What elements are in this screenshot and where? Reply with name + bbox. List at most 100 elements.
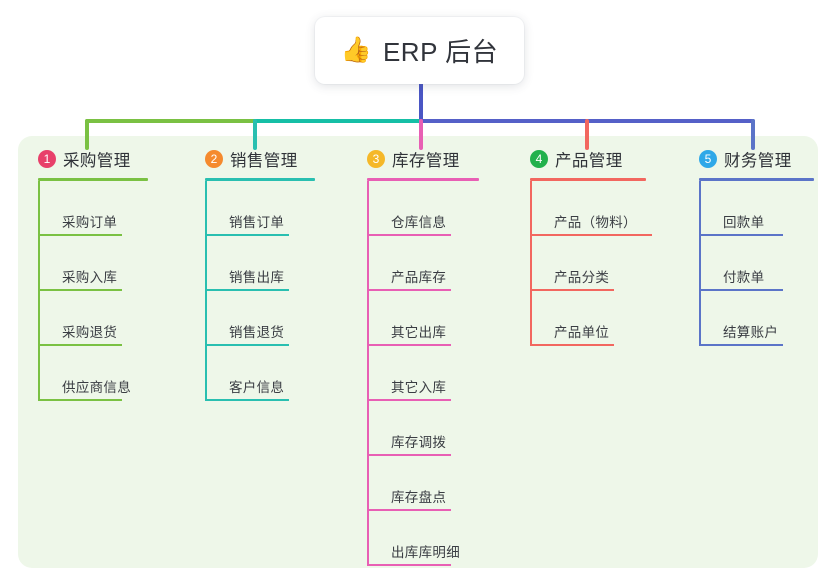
branch-item[interactable]: 付款单 (699, 236, 814, 291)
branch-item-rule (205, 234, 289, 236)
branch-title-5: 财务管理 (724, 152, 792, 170)
branch-spine-2 (205, 181, 207, 401)
branch-item[interactable]: 销售订单 (205, 181, 315, 236)
branch-column-1: 1 采购管理采购订单采购入库采购退货供应商信息 (38, 146, 148, 401)
branch-column-3: 3 库存管理仓库信息产品库存其它出库其它入库库存调拨库存盘点出库库明细 (367, 146, 479, 566)
connector-drop-1 (85, 119, 89, 150)
branch-item[interactable]: 产品单位 (530, 291, 646, 346)
branch-item-rule (367, 289, 451, 291)
branch-item-rule (367, 234, 451, 236)
branch-item[interactable]: 其它入库 (367, 346, 479, 401)
branch-column-2: 2 销售管理销售订单销售出库销售退货客户信息 (205, 146, 315, 401)
connector-drop-2 (253, 119, 257, 150)
branch-item-label: 回款单 (723, 215, 765, 230)
root-node[interactable]: 👍 ERP 后台 (315, 17, 524, 84)
branch-item-rule (367, 399, 451, 401)
branch-badge-4: 4 (530, 150, 548, 168)
branch-item[interactable]: 回款单 (699, 181, 814, 236)
branch-item-label: 供应商信息 (62, 380, 131, 395)
branch-item-label: 客户信息 (229, 380, 285, 395)
branch-underline-2 (205, 178, 315, 181)
branch-item-rule (367, 344, 451, 346)
branch-item-rule (38, 399, 122, 401)
branch-badge-1: 1 (38, 150, 56, 168)
branch-item-label: 库存盘点 (391, 490, 447, 505)
branch-column-5: 5 财务管理回款单付款单结算账户 (699, 146, 814, 346)
branch-item[interactable]: 供应商信息 (38, 346, 148, 401)
connector-bar-green (85, 119, 257, 123)
branch-item-rule (367, 509, 451, 511)
branch-underline-3 (367, 178, 479, 181)
branch-item-rule (530, 234, 652, 236)
branch-item-label: 采购入库 (62, 270, 118, 285)
branch-item-label: 结算账户 (723, 325, 779, 340)
branch-spine-3 (367, 181, 369, 566)
branch-spine-4 (530, 181, 532, 346)
branch-item[interactable]: 产品分类 (530, 236, 646, 291)
branch-title-1: 采购管理 (63, 152, 131, 170)
branch-item-label: 销售订单 (229, 215, 285, 230)
branch-item-label: 产品库存 (391, 270, 447, 285)
branch-badge-3: 3 (367, 150, 385, 168)
branch-item-rule (205, 344, 289, 346)
root-title: ERP 后台 (382, 37, 499, 67)
branch-item-label: 产品（物料） (554, 215, 637, 230)
branch-item[interactable]: 采购入库 (38, 236, 148, 291)
branch-header-5[interactable]: 5 财务管理 (699, 146, 814, 172)
branch-title-3: 库存管理 (392, 152, 460, 170)
branches-panel (18, 136, 818, 568)
branch-item[interactable]: 客户信息 (205, 346, 315, 401)
branch-header-4[interactable]: 4 产品管理 (530, 146, 646, 172)
branch-item-rule (38, 289, 122, 291)
branch-item[interactable]: 其它出库 (367, 291, 479, 346)
branch-items-5: 回款单付款单结算账户 (699, 181, 814, 346)
branch-item[interactable]: 产品库存 (367, 236, 479, 291)
branch-item[interactable]: 结算账户 (699, 291, 814, 346)
branch-spine-1 (38, 181, 40, 401)
branch-item-label: 出库库明细 (391, 545, 460, 560)
branch-item[interactable]: 仓库信息 (367, 181, 479, 236)
branch-item[interactable]: 销售退货 (205, 291, 315, 346)
branch-item-rule (205, 289, 289, 291)
branch-item-rule (205, 399, 289, 401)
branch-items-2: 销售订单销售出库销售退货客户信息 (205, 181, 315, 401)
connector-bar-teal (253, 119, 423, 123)
branch-item-label: 其它出库 (391, 325, 447, 340)
branch-item[interactable]: 销售出库 (205, 236, 315, 291)
branch-badge-2: 2 (205, 150, 223, 168)
branch-underline-4 (530, 178, 646, 181)
branch-badge-5: 5 (699, 150, 717, 168)
connector-drop-4 (585, 119, 589, 150)
branch-item-label: 产品分类 (554, 270, 610, 285)
branch-item-label: 采购退货 (62, 325, 118, 340)
connector-drop-3 (419, 119, 423, 150)
branch-title-4: 产品管理 (555, 152, 623, 170)
branch-item-rule (699, 234, 783, 236)
branch-item-label: 采购订单 (62, 215, 118, 230)
branch-header-2[interactable]: 2 销售管理 (205, 146, 315, 172)
branch-item-label: 付款单 (723, 270, 765, 285)
branch-items-4: 产品（物料） 产品分类产品单位 (530, 181, 652, 346)
branch-item-label: 仓库信息 (391, 215, 447, 230)
branch-item-rule (699, 289, 783, 291)
branch-item[interactable]: 产品（物料） (530, 181, 652, 236)
branch-column-4: 4 产品管理产品（物料） 产品分类产品单位 (530, 146, 652, 346)
branch-item[interactable]: 采购退货 (38, 291, 148, 346)
branch-title-2: 销售管理 (230, 152, 298, 170)
branch-item-rule (367, 564, 451, 566)
branch-item-rule (530, 344, 614, 346)
branch-underline-5 (699, 178, 814, 181)
branch-item[interactable]: 库存盘点 (367, 456, 479, 511)
branch-item-rule (367, 454, 451, 456)
branch-spine-5 (699, 181, 701, 346)
branch-item-label: 销售退货 (229, 325, 285, 340)
branch-item[interactable]: 库存调拨 (367, 401, 479, 456)
branch-item-label: 销售出库 (229, 270, 285, 285)
branch-header-1[interactable]: 1 采购管理 (38, 146, 148, 172)
branch-header-3[interactable]: 3 库存管理 (367, 146, 479, 172)
branch-items-1: 采购订单采购入库采购退货供应商信息 (38, 181, 148, 401)
branch-underline-1 (38, 178, 148, 181)
branch-item[interactable]: 采购订单 (38, 181, 148, 236)
branch-item[interactable]: 出库库明细 (367, 511, 479, 566)
